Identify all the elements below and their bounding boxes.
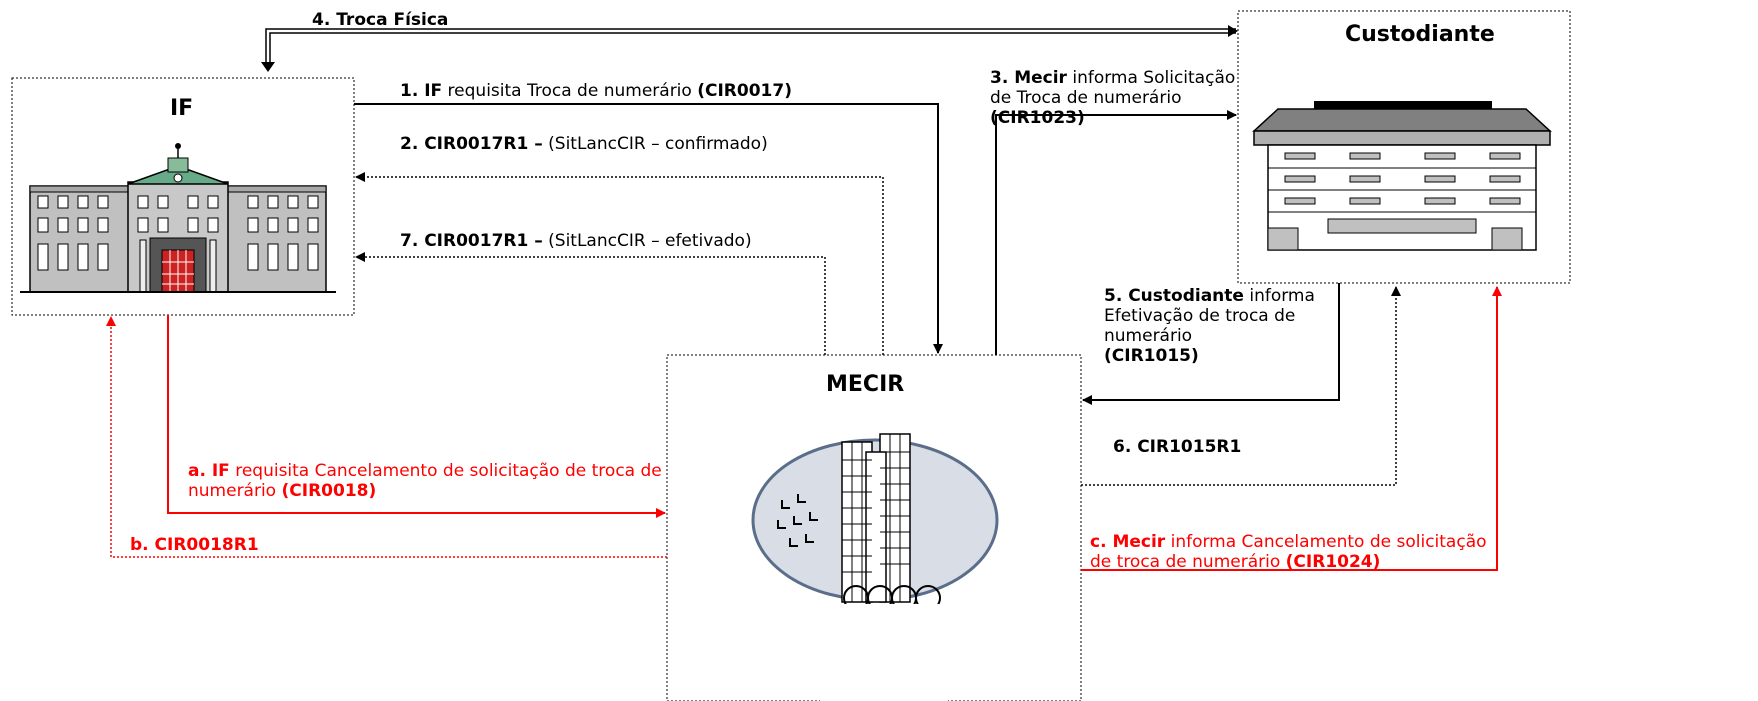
arrow-3 (995, 110, 1237, 355)
arrow-1 (354, 103, 943, 354)
arrow-c (1081, 286, 1502, 571)
if-title: IF (170, 96, 194, 121)
label-2: 2. CIR0017R1 – (SitLancCIR – confirmado) (400, 134, 768, 154)
label-a: a. IF requisita Cancelamento de solicita… (188, 461, 662, 501)
bank-building-icon (20, 143, 336, 293)
label-3: 3. Mecir informa Solicitação de Troca de… (990, 68, 1236, 128)
custodian-building-icon (1252, 101, 1552, 251)
if-box (11, 77, 355, 316)
label-6: 6. CIR1015R1 (1113, 437, 1242, 457)
label-c: c. Mecir informa Cancelamento de solicit… (1090, 532, 1487, 572)
custodiante-box (1237, 10, 1571, 284)
label-5: 5. Custodiante informa Efetivação de tro… (1104, 286, 1315, 366)
arrow-2 (355, 172, 884, 355)
label-7: 7. CIR0017R1 – (SitLancCIR – efetivado) (400, 231, 752, 251)
arrow-b (106, 316, 667, 558)
arrow-5 (1082, 283, 1340, 405)
arrow-7 (355, 252, 826, 355)
label-1: 1. IF requisita Troca de numerário (CIR0… (400, 81, 792, 101)
central-bank-tower-icon (751, 433, 999, 701)
label-4: 4. Troca Física (312, 10, 449, 30)
arrow-6 (1081, 286, 1401, 486)
mecir-title: MECIR (826, 372, 905, 397)
arrow-troca-fisica (261, 25, 1238, 72)
label-b: b. CIR0018R1 (130, 535, 259, 555)
arrow-a (167, 315, 666, 518)
custodiante-title: Custodiante (1345, 22, 1495, 47)
